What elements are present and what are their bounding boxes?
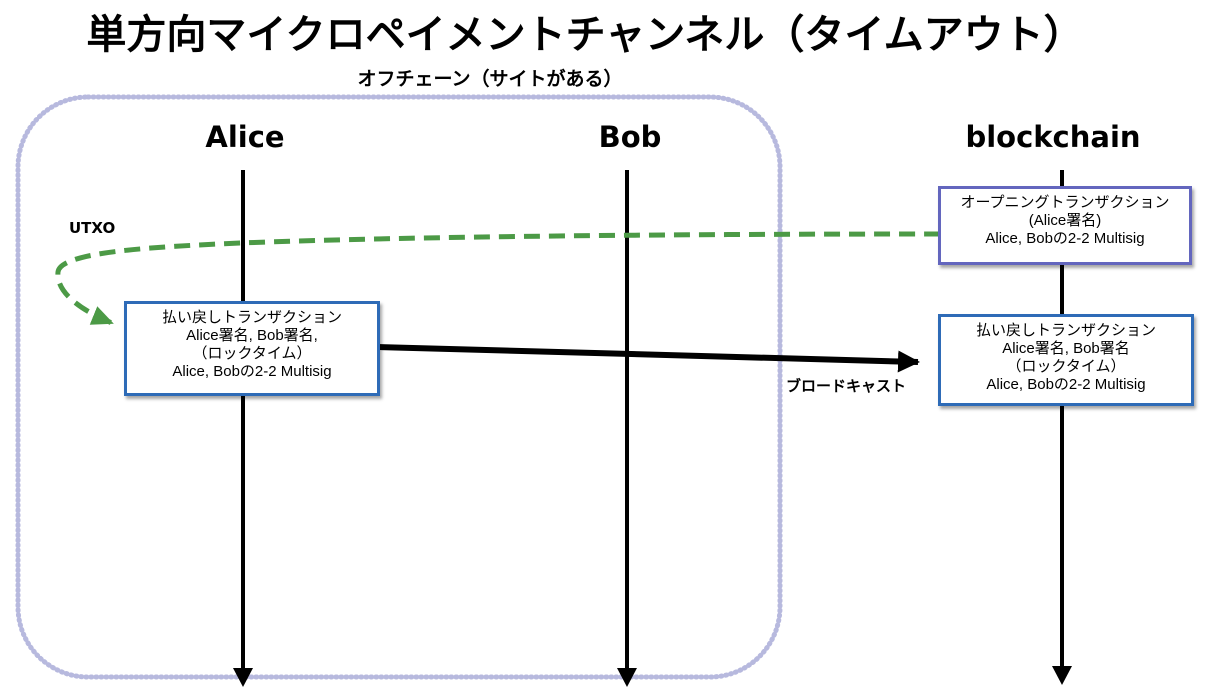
lifeline-blockchain-arrowhead <box>1052 666 1072 685</box>
box-line: （ロックタイム） <box>1006 358 1126 375</box>
lane-label-alice: Alice <box>205 120 285 154</box>
offchain-label: オフチェーン（サイトがある） <box>357 68 623 90</box>
lane-label-blockchain: blockchain <box>965 120 1141 154</box>
lifeline-alice-arrowhead <box>233 668 253 687</box>
box-line: 払い戻しトランザクション <box>161 309 342 326</box>
box-line: Alice署名, Bob署名, <box>186 327 318 344</box>
utxo-arrow <box>55 231 941 326</box>
refund-transaction-blockchain-box: 払い戻しトランザクション Alice署名, Bob署名 （ロックタイム） Ali… <box>938 314 1194 406</box>
refund-transaction-offchain-box: 払い戻しトランザクション Alice署名, Bob署名, （ロックタイム） Al… <box>124 301 380 396</box>
offchain-region <box>15 94 783 680</box>
page-title: 単方向マイクロペイメントチャンネル（タイムアウト） <box>86 12 1084 58</box>
box-line: Alice, Bobの2-2 Multisig <box>172 363 332 380</box>
box-line: Alice, Bobの2-2 Multisig <box>985 230 1145 247</box>
box-line: Alice署名, Bob署名 <box>1002 340 1130 357</box>
lane-label-bob: Bob <box>598 120 662 154</box>
box-line: (Alice署名) <box>1028 212 1102 229</box>
broadcast-label: ブロードキャスト <box>786 377 907 395</box>
broadcast-arrow <box>377 344 920 373</box>
utxo-label: UTXO <box>69 219 116 237</box>
lifeline-bob-arrowhead <box>617 668 637 687</box>
box-line: （ロックタイム） <box>192 345 312 362</box>
box-line: Alice, Bobの2-2 Multisig <box>986 376 1146 393</box>
opening-transaction-box: オープニングトランザクション (Alice署名) Alice, Bobの2-2 … <box>938 186 1192 265</box>
box-line: 払い戻しトランザクション <box>975 322 1156 339</box>
box-line: オープニングトランザクション <box>960 194 1170 211</box>
